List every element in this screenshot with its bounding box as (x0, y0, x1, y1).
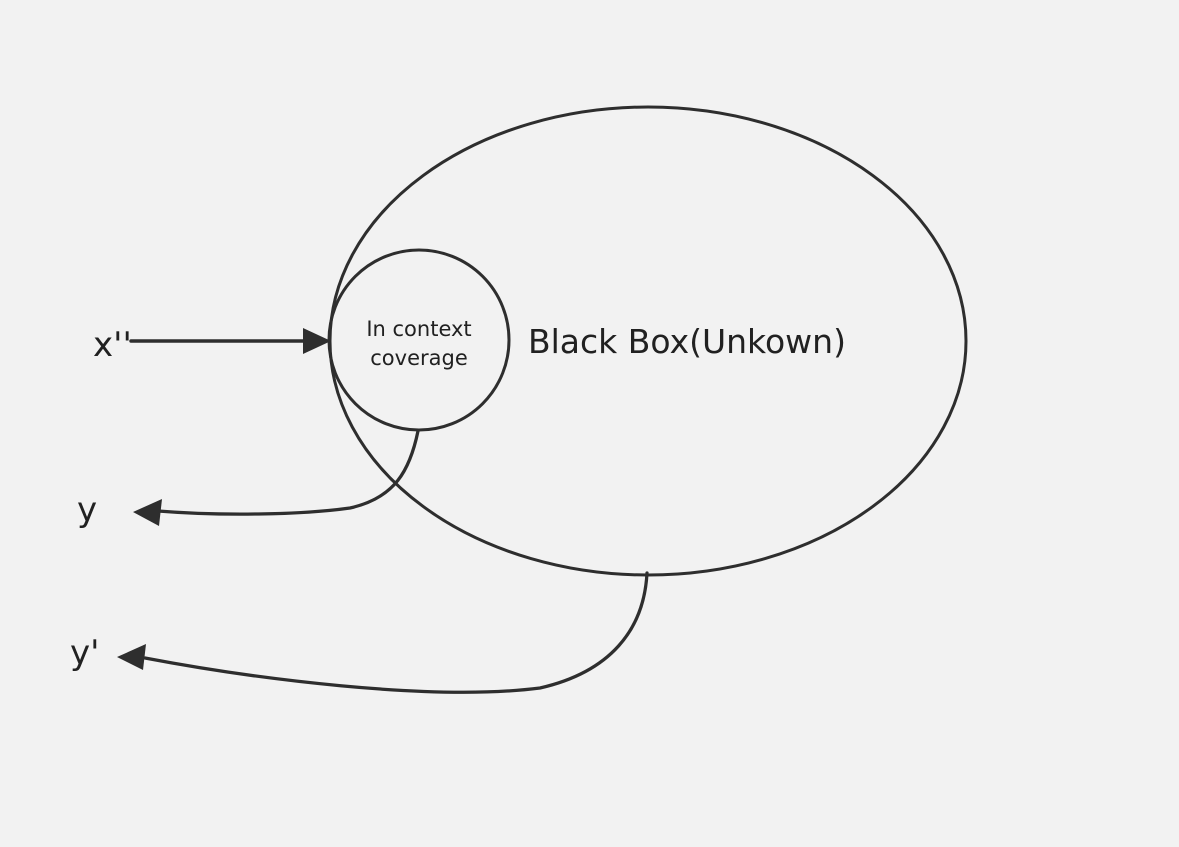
output-y-prime-arrow-head-icon (117, 644, 146, 670)
input-label: x'' (93, 325, 132, 365)
in-context-label-line2: coverage (370, 346, 468, 370)
black-box-label: Black Box(Unkown) (528, 322, 846, 361)
output-y-arrow-curve (156, 429, 420, 516)
output-y-arrow-head-icon (133, 499, 162, 526)
output-y-label: y (77, 490, 97, 530)
in-context-label-line1: In context (366, 317, 471, 341)
output-y-prime-arrow-curve (143, 571, 649, 694)
input-arrow-head-icon (303, 328, 331, 354)
output-y-prime-label: y' (70, 633, 99, 673)
